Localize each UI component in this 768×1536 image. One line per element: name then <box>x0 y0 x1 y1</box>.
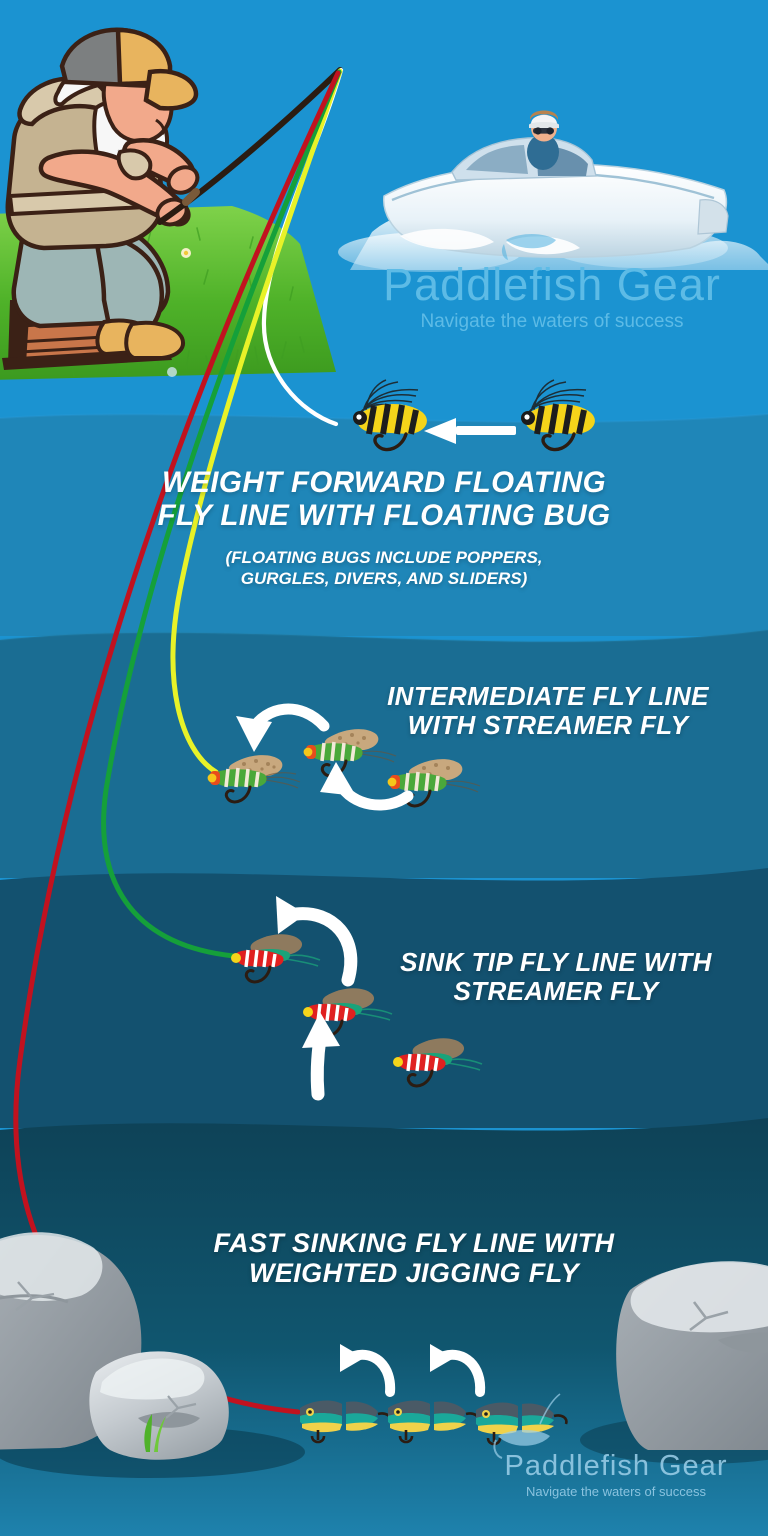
rock-right-fissure <box>689 1301 729 1332</box>
retrieve-arrow-straight <box>424 418 516 444</box>
deep-water-band <box>0 868 768 1128</box>
section-subtext-floating: (FLOATING BUGS INCLUDE POPPERS, GURGLES,… <box>225 548 543 588</box>
floating-bug-fly-1 <box>353 379 427 452</box>
band-seam-2 <box>0 629 768 643</box>
rod-grip <box>182 188 200 206</box>
streamer-fly-tan-2 <box>303 729 397 778</box>
jig-treble-hook <box>310 1430 326 1444</box>
retrieve-arrow-head-2b <box>320 762 356 796</box>
streamer-fly-tan-1 <box>207 755 301 804</box>
streamer-fly-red-2 <box>303 988 393 1038</box>
bug-hook <box>373 432 408 452</box>
intermediate-fly-line <box>170 68 343 775</box>
rock-right-hollow <box>718 1332 768 1353</box>
paddlefish-icon-top <box>501 234 556 260</box>
rock-grass-sprout <box>144 1414 166 1452</box>
jig-head-belly <box>302 1422 342 1433</box>
retrieve-arrow-head-2a <box>236 716 272 752</box>
bug-hackle <box>525 379 587 417</box>
rock-medium-hollow <box>138 1412 200 1428</box>
sink-tip-fly-line <box>101 69 342 959</box>
mid-water-band <box>0 630 768 878</box>
paddlefish-icon-bottom <box>493 1393 561 1459</box>
fisherman-boot-front <box>124 320 185 360</box>
jig-arrow-head-1 <box>340 1344 364 1372</box>
rock-left-highlight <box>0 1232 103 1301</box>
rod-blank <box>157 67 343 225</box>
streamer-ribs <box>224 767 260 788</box>
retrieve-arrow-head-3a <box>276 896 306 934</box>
fisherman-nose <box>155 118 166 136</box>
fisherman-hand-upper <box>166 165 200 195</box>
rock-left-fissure <box>15 1281 55 1311</box>
fisherman-cap-brim <box>143 68 199 111</box>
jig-arrow-head-2 <box>430 1344 454 1372</box>
streamer-hook <box>224 785 252 804</box>
rock-medium-highlight <box>100 1358 205 1400</box>
streamer-red-tail <box>285 954 321 967</box>
jig-arrow-curved-1 <box>349 1349 396 1397</box>
streamer-head <box>207 773 217 783</box>
boat-captain <box>527 110 559 170</box>
boat-stern-box <box>697 199 729 235</box>
retrieve-arrow-curved-3a <box>289 907 358 987</box>
streamer-tail <box>265 772 301 789</box>
bug-stripes <box>534 403 587 435</box>
weighted-jigging-fly-2 <box>388 1400 480 1444</box>
fisherman-cuff <box>116 148 153 181</box>
jig-arrow-curved-2 <box>439 1349 486 1397</box>
jig-tail-belly <box>346 1422 378 1431</box>
streamer-fly-tan-3 <box>387 759 481 808</box>
streamer-fly-red-3 <box>393 1038 483 1088</box>
bug-hook <box>541 432 576 452</box>
bug-stripes <box>366 403 419 435</box>
retrieve-arrow-head-3b <box>302 1012 340 1048</box>
floating-bug-fly-2 <box>521 379 595 452</box>
streamer-wing-speckles <box>242 759 276 772</box>
weighted-jigging-fly-3 <box>476 1402 568 1446</box>
fisherman-leg-front <box>93 233 164 343</box>
shallow-water-band <box>0 414 768 636</box>
boat-windshield-glass <box>466 145 528 174</box>
streamer-red-head <box>231 953 241 963</box>
rock-right-highlight <box>630 1261 768 1333</box>
streamer-red-ribs <box>244 949 277 968</box>
streamer-fly-red-1 <box>231 934 321 984</box>
streamer-red-hook <box>244 965 272 984</box>
weighted-jigging-fly-1 <box>300 1400 392 1444</box>
rock-medium-fissure <box>165 1395 197 1419</box>
